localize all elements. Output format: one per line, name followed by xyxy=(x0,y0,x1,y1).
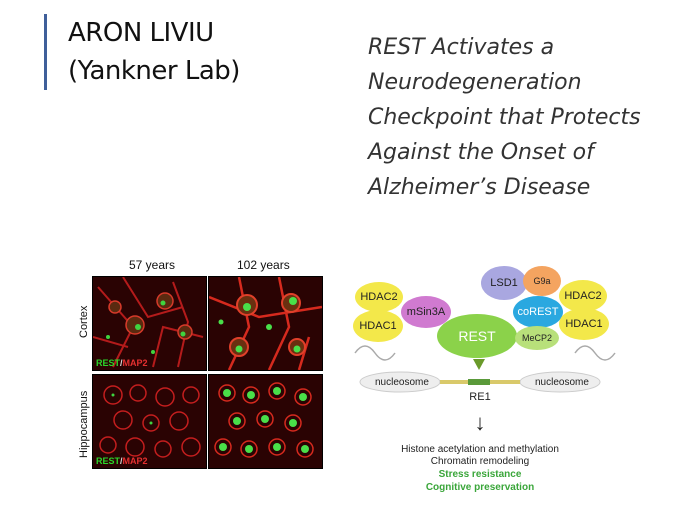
author-name: ARON LIVIU xyxy=(68,18,214,48)
micrograph-image xyxy=(93,375,206,468)
title-line: Neurodegeneration xyxy=(368,70,582,95)
author-block: ARON LIVIU (Yankner Lab) xyxy=(68,14,240,90)
mecp2: MeCP2 xyxy=(515,326,559,350)
accent-bar xyxy=(44,14,47,90)
talk-title: REST Activates a Neurodegeneration Check… xyxy=(368,30,668,205)
stain-label: REST/MAP2 xyxy=(96,358,148,368)
title-line: Alzheimer’s Disease xyxy=(368,175,591,200)
stain-label: REST/MAP2 xyxy=(96,456,148,466)
title-line: Checkpoint that Protects xyxy=(368,105,641,130)
author-lab: (Yankner Lab) xyxy=(68,56,240,86)
corest: coREST xyxy=(513,296,563,328)
hdac1-left: HDAC1 xyxy=(353,310,403,342)
row-label-hippocampus: Hippocampus xyxy=(78,390,90,458)
micrograph-image xyxy=(209,277,322,370)
column-label-57: 57 years xyxy=(129,258,176,272)
micrograph-hippocampus-102 xyxy=(208,374,323,469)
micrograph-cortex-102 xyxy=(208,276,323,371)
outcome-chromatin: Chromatin remodeling xyxy=(430,456,530,467)
micrograph-hippocampus-57: REST/MAP2 xyxy=(92,374,207,469)
msin3a: mSin3A xyxy=(401,296,451,328)
g9a: G9a xyxy=(523,266,561,296)
rest-protein: REST xyxy=(437,314,517,358)
outcome-stress: Stress resistance xyxy=(438,469,522,480)
nucleosome-left-label: nucleosome xyxy=(375,377,429,388)
micrograph-figure: 57 years 102 years Cortex Hippocampus RE… xyxy=(74,258,324,480)
lsd1: LSD1 xyxy=(481,266,527,300)
re1-label: RE1 xyxy=(469,391,491,403)
micrograph-cortex-57: REST/MAP2 xyxy=(92,276,207,371)
outcome-histone: Histone acetylation and methylation xyxy=(401,444,559,455)
diagram-background xyxy=(354,345,616,393)
column-label-102: 102 years xyxy=(237,258,290,272)
rest-complex-diagram: HDAC2 HDAC1 mSin3A LSD1 G9a HDAC2 coREST… xyxy=(345,258,625,498)
hdac2-left: HDAC2 xyxy=(355,282,403,312)
row-label-cortex: Cortex xyxy=(78,305,90,338)
title-line: REST Activates a xyxy=(368,35,555,60)
micrograph-image xyxy=(209,375,322,468)
down-arrow-icon: ↓ xyxy=(474,410,486,435)
outcome-cognitive: Cognitive preservation xyxy=(425,482,535,493)
title-line: Against the Onset of xyxy=(368,140,594,165)
hdac2-right: HDAC2 xyxy=(559,280,607,312)
nucleosome-right-label: nucleosome xyxy=(535,377,589,388)
hdac1-right: HDAC1 xyxy=(559,308,609,340)
micrograph-image xyxy=(93,277,206,370)
